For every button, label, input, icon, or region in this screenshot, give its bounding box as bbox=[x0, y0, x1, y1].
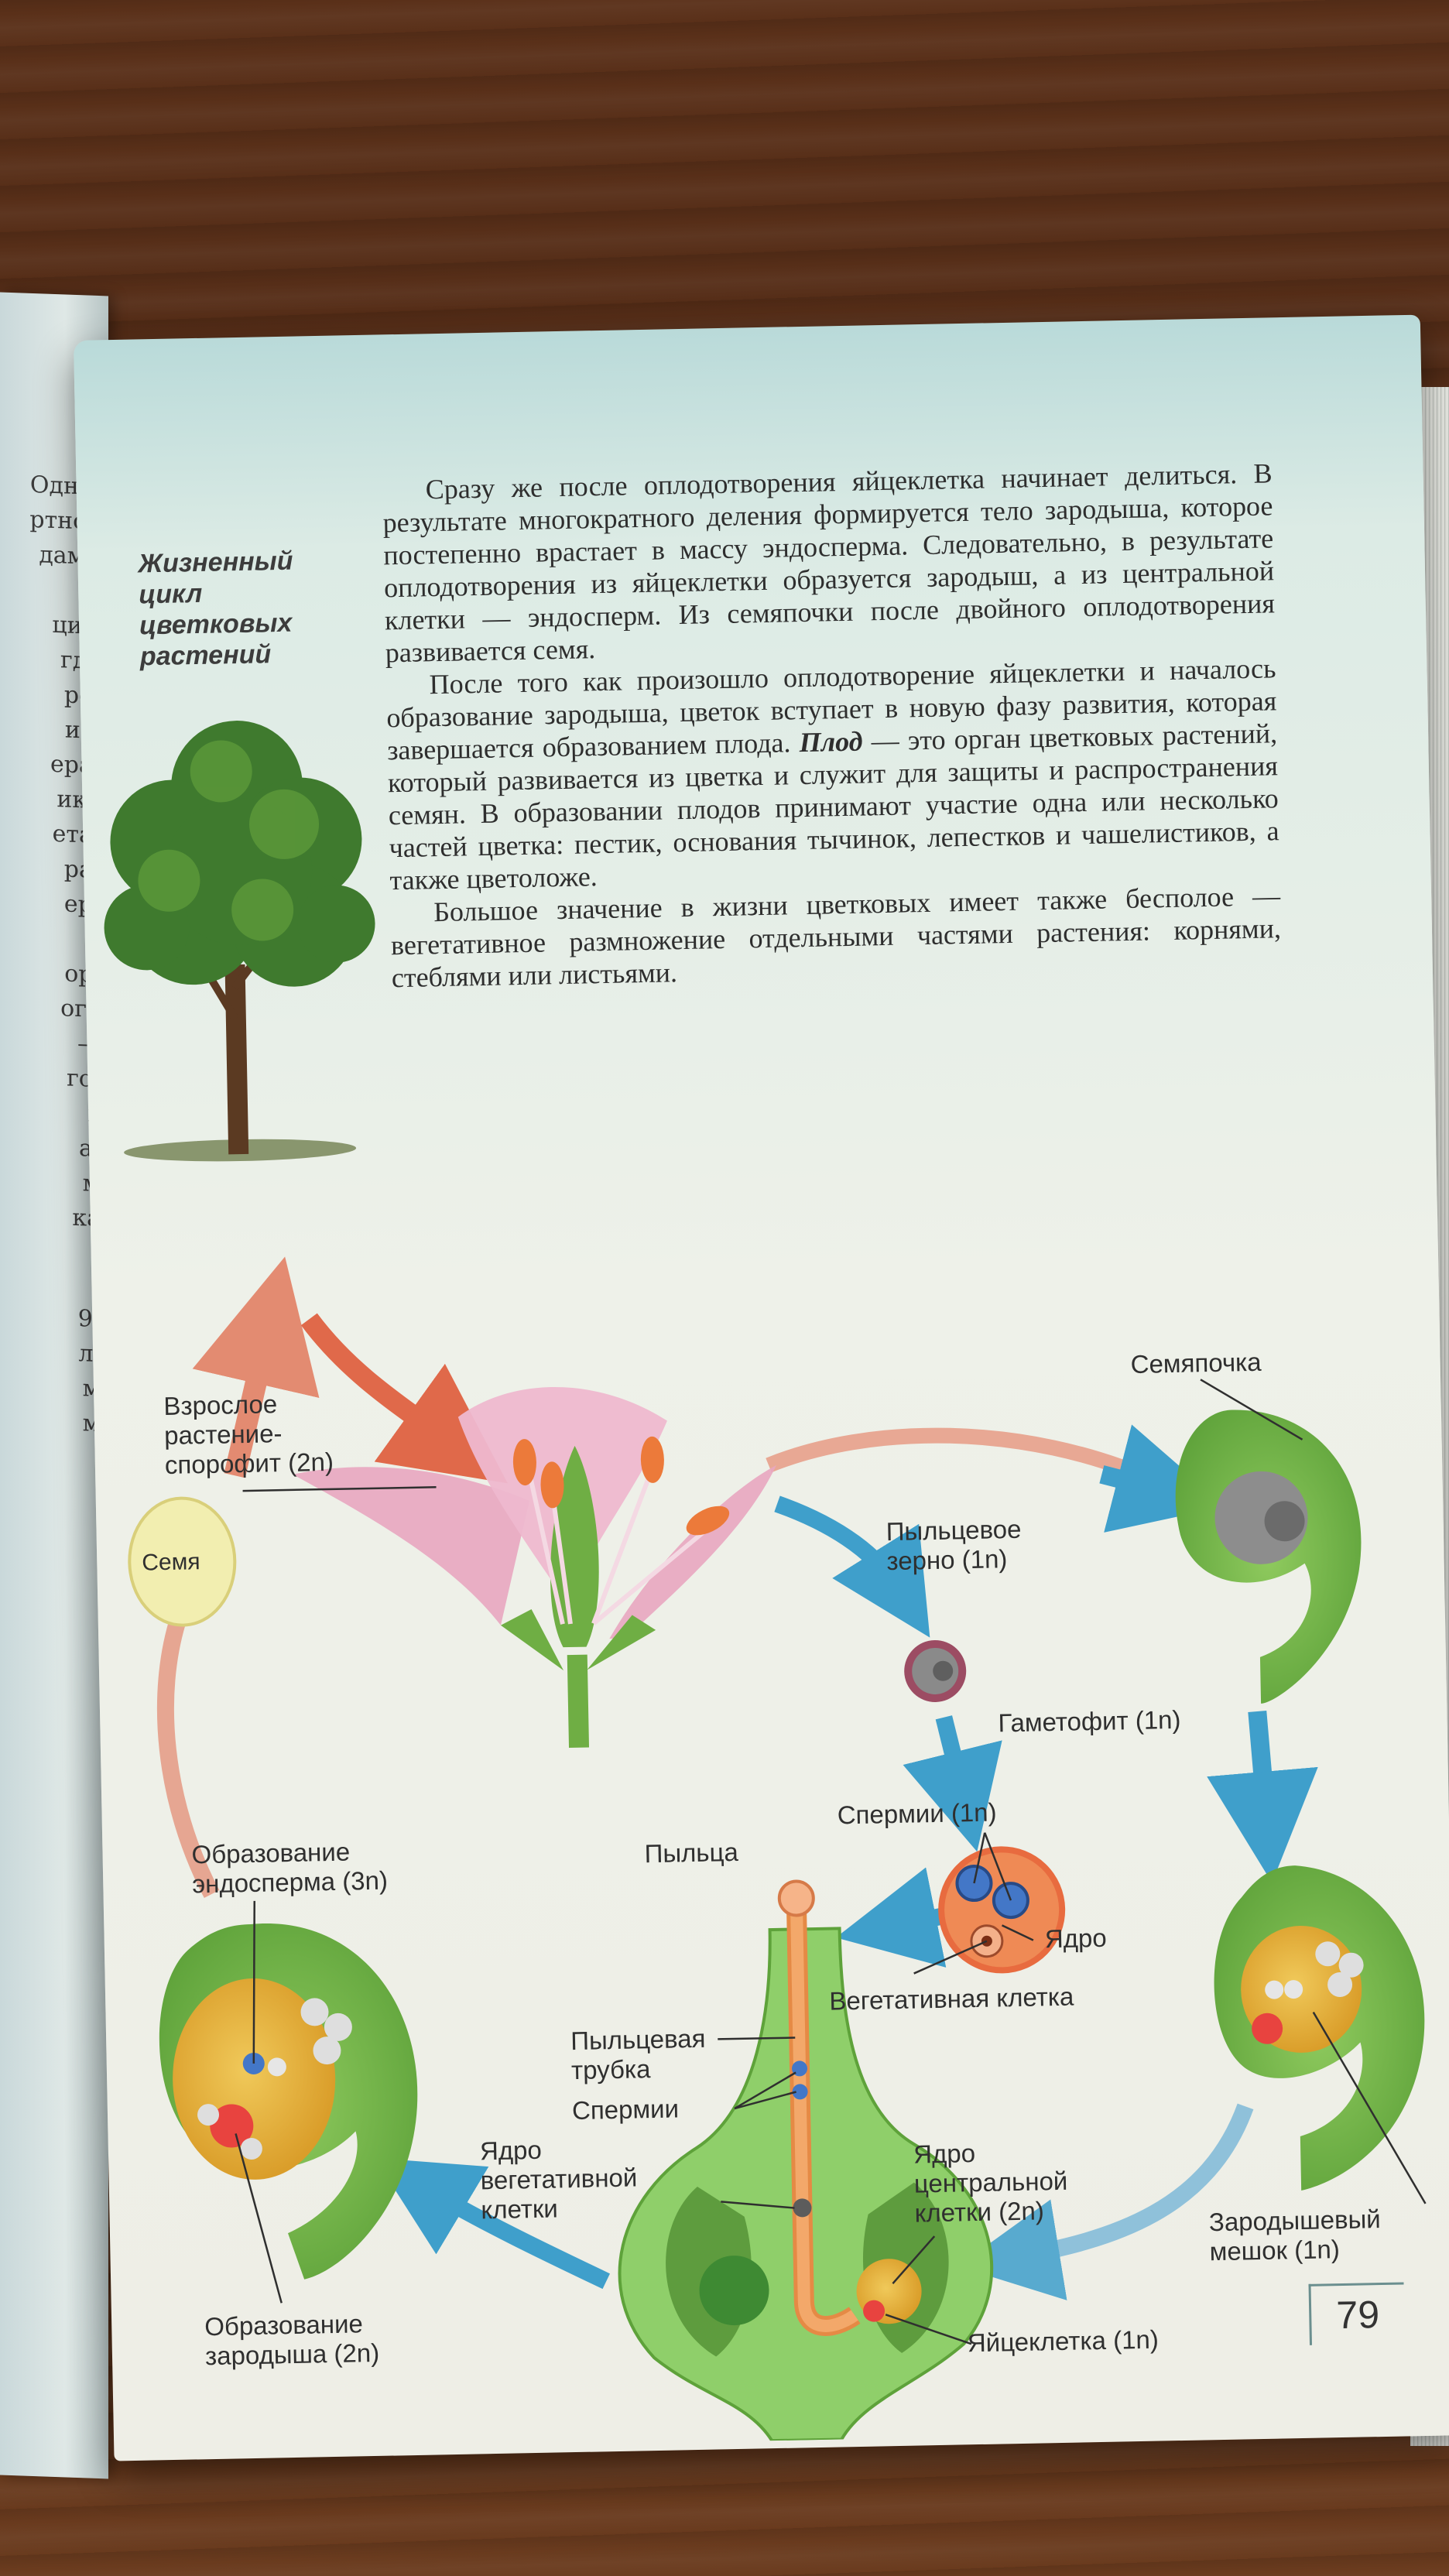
arrow-seed-to-plant bbox=[192, 1256, 320, 1478]
label-sperm: Спермии bbox=[571, 2094, 680, 2126]
page-number: 79 bbox=[1308, 2282, 1405, 2345]
fertilized-ovule-illustration bbox=[159, 1923, 418, 2280]
body-text: Сразу же после оплодотворения яйцеклетка… bbox=[382, 457, 1282, 994]
label-line: трубка bbox=[570, 2054, 651, 2085]
label-pollen: Пыльца bbox=[644, 1837, 739, 1869]
diagram-graphics bbox=[128, 1256, 1427, 2443]
label-line: спорофит (2n) bbox=[164, 1447, 334, 1480]
label-line: Взрослое bbox=[163, 1389, 278, 1421]
label-line: Образование bbox=[204, 2309, 364, 2341]
embryo-sac-illustration bbox=[1214, 1865, 1425, 2191]
label-line: Зародышевый bbox=[1208, 2204, 1382, 2237]
leader-lines bbox=[235, 1379, 1427, 2345]
arrow-pollen-to-gametophyte bbox=[903, 1715, 1002, 1852]
tree-illustration bbox=[104, 721, 375, 1162]
ovule-illustration bbox=[1175, 1410, 1362, 1704]
label-veg-nucleus: Ядро вегетативной клетки bbox=[480, 2133, 639, 2225]
sidebar-title: Жизненный цикл цветковых растений bbox=[138, 546, 293, 672]
arrow-ovule-to-seed bbox=[156, 1613, 220, 1899]
label-embryo-sac: Зародышевый мешок (1n) bbox=[1209, 2204, 1382, 2266]
label-line: эндосперма (3n) bbox=[191, 1865, 389, 1899]
arrow-plant-to-flower bbox=[300, 1313, 508, 1484]
paragraph-2: После того как произошло оплодотворение … bbox=[385, 652, 1279, 896]
label-line: клетки bbox=[481, 2194, 559, 2225]
label-line: Образование bbox=[191, 1837, 351, 1869]
label-line: Ядро bbox=[913, 2139, 976, 2169]
label-vegetative-cell: Вегетативная клетка bbox=[829, 1982, 1074, 2016]
arrow-flower-to-pollen bbox=[774, 1495, 930, 1638]
label-pollen-tube: Пыльцевая трубка bbox=[570, 2024, 707, 2085]
label-egg-cell: Яйцеклетка (1n) bbox=[967, 2324, 1160, 2358]
label-sperm-top: Спермии (1n) bbox=[837, 1797, 997, 1830]
arrow-sac-to-pistil bbox=[957, 2103, 1254, 2300]
label-line: клетки (2n) bbox=[914, 2196, 1045, 2228]
label-line: зародыша (2n) bbox=[204, 2338, 380, 2371]
arrow-ovule-to-sac bbox=[1207, 1710, 1318, 1883]
label-line: вегетативной bbox=[480, 2163, 638, 2195]
label-nucleus: Ядро bbox=[1044, 1923, 1108, 1954]
pollen-grain-illustration bbox=[904, 1639, 967, 1702]
term-plod: Плод bbox=[799, 725, 863, 759]
paragraph-1: Сразу же после оплодотворения яйцеклетка… bbox=[382, 457, 1276, 669]
label-embryo-formation: Образование зародыша (2n) bbox=[204, 2309, 380, 2371]
seed-shape bbox=[128, 1496, 237, 1627]
label-line: Ядро bbox=[479, 2135, 543, 2166]
label-line: растение- bbox=[163, 1419, 283, 1451]
label-line: мешок (1n) bbox=[1209, 2235, 1341, 2266]
label-endosperm-formation: Образование эндосперма (3n) bbox=[191, 1837, 388, 1899]
paragraph-3: Большое значение в жизни цветковых имеет… bbox=[390, 880, 1282, 994]
arrow-head-to-ovule bbox=[1099, 1424, 1226, 1533]
life-cycle-diagram: Взрослое растение- спорофит (2n) Семя Се… bbox=[91, 1221, 1445, 2454]
label-line: зерно (1n) bbox=[886, 1544, 1008, 1576]
label-seed: Семя bbox=[142, 1549, 200, 1576]
arrow-pistil-to-fertilized bbox=[375, 2157, 610, 2290]
label-line: Пыльцевое bbox=[886, 1514, 1022, 1547]
label-ovule: Семяпочка bbox=[1130, 1347, 1262, 1379]
label-line: Пыльцевая bbox=[570, 2023, 706, 2056]
label-line: центральной bbox=[913, 2166, 1068, 2198]
textbook-page: Жизненный цикл цветковых растений Сразу … bbox=[74, 314, 1449, 2461]
label-adult-plant: Взрослое растение- спорофит (2n) bbox=[163, 1389, 334, 1480]
label-central-nucleus: Ядро центральной клетки (2n) bbox=[913, 2137, 1069, 2228]
label-gametophyte: Гаметофит (1n) bbox=[998, 1704, 1181, 1738]
label-pollen-grain: Пыльцевое зерно (1n) bbox=[886, 1515, 1022, 1576]
flower-illustration bbox=[293, 1387, 777, 1749]
arrow-flower-to-ovule bbox=[766, 1427, 1160, 1488]
